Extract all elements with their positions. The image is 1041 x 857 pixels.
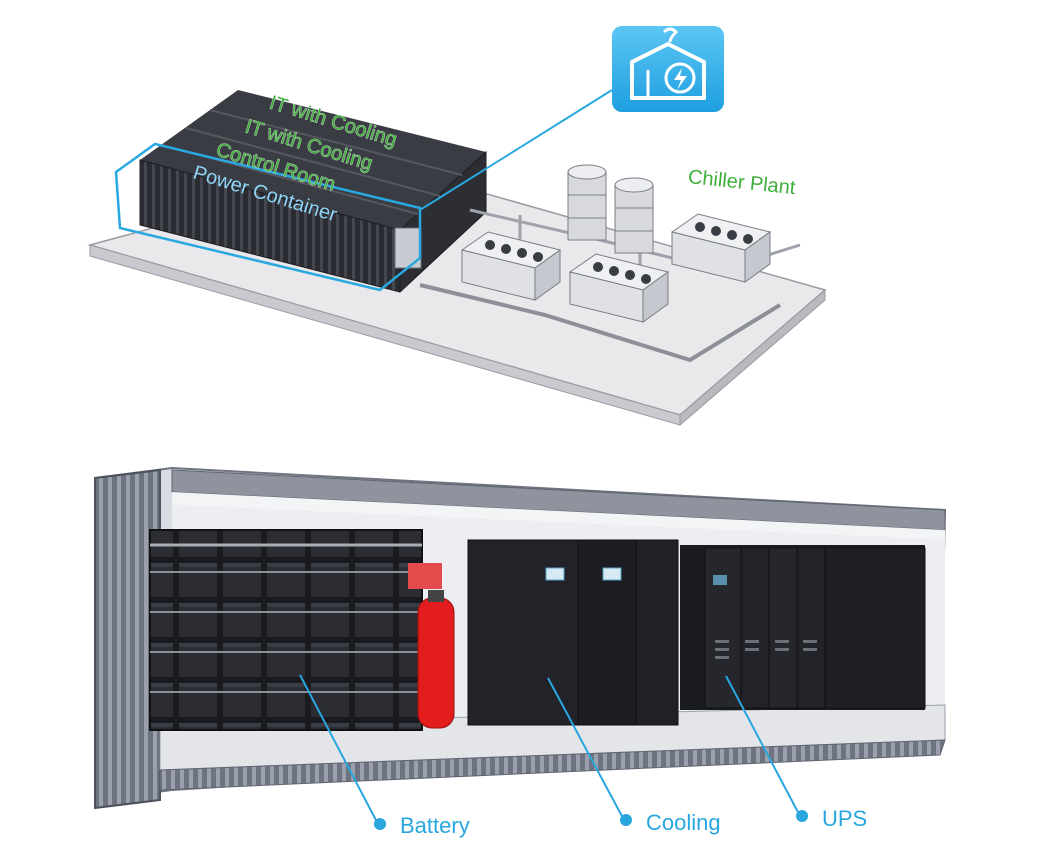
container-end-door: [94, 468, 161, 810]
label-chiller-plant: Chiller Plant: [687, 166, 797, 199]
chiller-tank-2: [614, 177, 654, 254]
chiller-unit-2: [568, 253, 670, 323]
ups-cabinets: [680, 545, 926, 710]
chiller-unit-1: [460, 231, 562, 301]
chiller-tank-1: [567, 164, 607, 241]
cooling-units: [467, 539, 679, 726]
power-container-cutaway: Battery Cooling UPS: [94, 466, 947, 838]
callout-cooling-label: Cooling: [646, 810, 721, 835]
callout-battery: Battery: [299, 674, 470, 838]
callout-cooling: Cooling: [547, 677, 721, 835]
chiller-plant: [419, 164, 801, 363]
site-overview: IT with Cooling IT with Cooling Control …: [87, 26, 827, 427]
fire-extinguisher: [408, 563, 455, 729]
power-container-highlight: [114, 142, 422, 292]
chiller-unit-3: [670, 213, 772, 283]
container-power-icon: [612, 26, 724, 112]
battery-racks: [149, 529, 423, 731]
callout-battery-label: Battery: [400, 813, 470, 838]
icon-leader-line: [419, 89, 613, 211]
callout-ups-label: UPS: [822, 806, 867, 831]
callout-ups: UPS: [725, 675, 867, 831]
